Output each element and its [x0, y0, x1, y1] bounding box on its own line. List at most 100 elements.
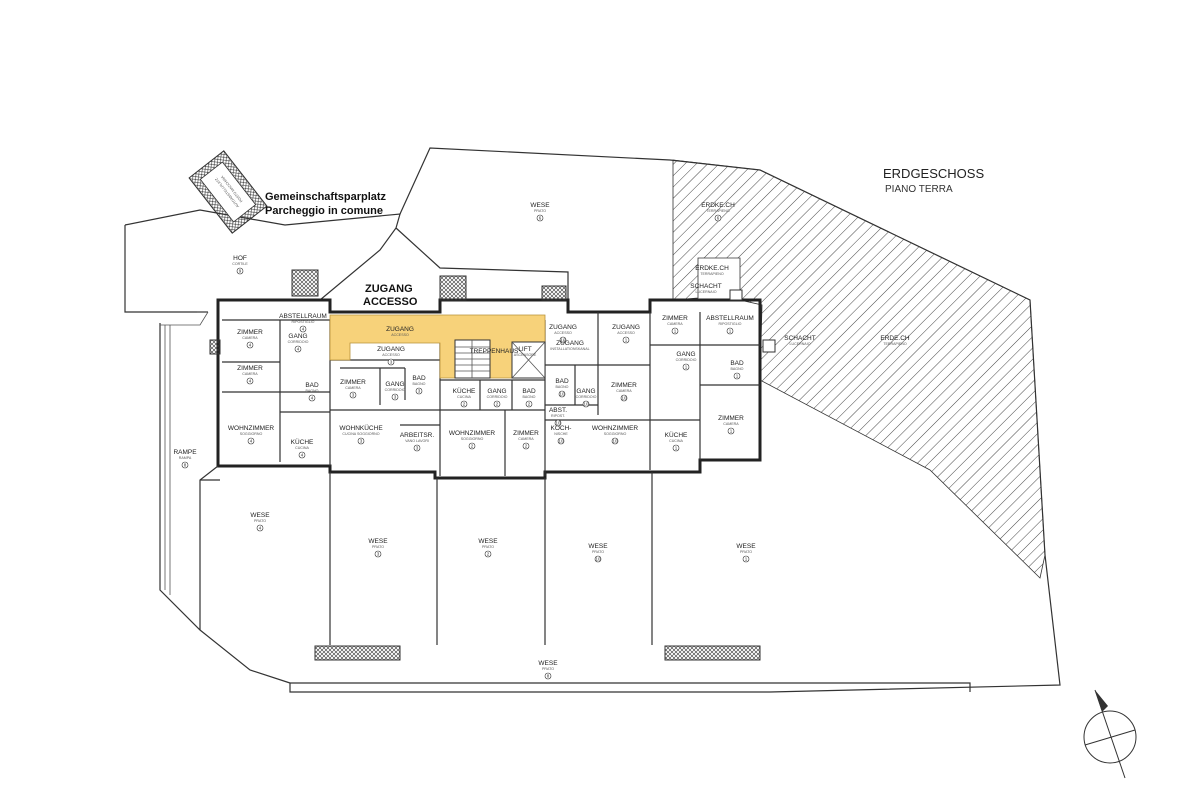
area-subname: PRATO	[542, 667, 554, 671]
room-name: GANG	[385, 381, 404, 388]
room-number: 2	[471, 444, 474, 449]
garden-dividers	[199, 465, 653, 645]
ramp	[160, 311, 209, 595]
room-number: 4	[250, 439, 253, 444]
north-arrow	[1083, 689, 1137, 779]
room-name: GANG	[676, 351, 695, 358]
room-number-circle	[298, 451, 306, 459]
room-name: ABST.	[549, 407, 567, 414]
room-name: ZUGANG	[612, 324, 640, 331]
room-subname: CAMERA	[345, 386, 361, 390]
room-number: 4	[249, 379, 252, 384]
room-subname: RIPOSTIGLIO	[719, 322, 742, 326]
area-number-circle	[714, 214, 722, 222]
room-r15: TREPPENHAUS	[470, 348, 519, 355]
room-subname: CAMERA	[723, 422, 739, 426]
room-name: BAD	[522, 388, 536, 395]
area-number: 8	[547, 674, 550, 679]
room-number: 10	[560, 338, 566, 343]
room-number: 1	[675, 446, 678, 451]
room-number-circle	[611, 437, 619, 445]
parking-title: Gemeinschaftsparplatz	[265, 191, 387, 203]
room-subname: ACCESSO	[554, 331, 572, 335]
area-number-circle	[374, 550, 382, 558]
room-r28: ABST.RIPOST.10	[549, 407, 567, 427]
room-name: ARBEITSR.	[400, 432, 435, 439]
area-subname: CORTILE	[232, 262, 248, 266]
room-name: WOHNZIMMER	[449, 430, 496, 437]
room-number-circle	[558, 390, 566, 398]
area-subname: TERRAPIENO	[700, 272, 724, 276]
area-subname: TERRAPIENO	[706, 209, 730, 213]
room-name: ZUGANG	[386, 326, 414, 333]
area-subname: TERRAPIENO	[883, 342, 907, 346]
area-number-circle	[544, 672, 552, 680]
room-number: 4	[311, 396, 314, 401]
chimney-block	[439, 275, 467, 301]
floor-title: ERDGESCHOSS	[883, 166, 984, 181]
area-name: WESE	[478, 538, 498, 545]
room-number: 3	[390, 360, 393, 365]
room-subname: VANO LAVORI	[405, 439, 429, 443]
access-subtitle: ACCESSO	[363, 296, 418, 308]
room-subname: CUCINA SOGGIORNO	[342, 432, 379, 436]
room-subname: SOGGIORNO	[461, 437, 484, 441]
room-subname: CAMERA	[518, 437, 534, 441]
shaft-box	[729, 289, 743, 301]
room-subname: ACCESSO	[382, 353, 400, 357]
room-name: BAD	[305, 382, 319, 389]
access-highlight	[329, 314, 546, 379]
room-name: ZUGANG	[549, 324, 577, 331]
area-number-circle	[536, 214, 544, 222]
room-number-circle	[349, 391, 357, 399]
area-name: WESE	[250, 512, 270, 519]
room-number: 1	[685, 365, 688, 370]
room-number: 4	[301, 453, 304, 458]
area-number: 6	[539, 216, 542, 221]
room-subname: BAGNO	[731, 367, 744, 371]
stairwell	[454, 339, 546, 379]
room-name: ZUGANG	[377, 346, 405, 353]
room-subname: CORRIDOIO	[576, 395, 597, 399]
room-name: BAD	[555, 378, 569, 385]
room-subname: CUCINA	[457, 395, 471, 399]
area-subname: PRATO	[592, 550, 604, 554]
area-name: WESE	[588, 543, 608, 550]
room-subname: SOGGIORNO	[604, 432, 627, 436]
room-number-circle	[246, 377, 254, 385]
room-name: WOHNKÜCHE	[339, 424, 383, 432]
room-subname: CUCINA	[669, 439, 683, 443]
room-name: WOHNZIMMER	[592, 425, 639, 432]
room-number: 3	[418, 389, 421, 394]
room-number-circle	[391, 393, 399, 401]
room-name: TREPPENHAUS	[470, 348, 519, 355]
room-number: 2	[525, 444, 528, 449]
room-number-circle	[468, 442, 476, 450]
room-subname: BAGNO	[306, 389, 319, 393]
room-number: 4	[249, 343, 252, 348]
room-name: ABSTELLRAUM	[279, 313, 327, 320]
room-subname: CORRIDOIO	[385, 388, 406, 392]
room-number: 10	[558, 439, 564, 444]
room-number-circle	[726, 327, 734, 335]
area-name: SCHACHT	[784, 335, 815, 342]
room-subname: ASCENSORE	[514, 353, 537, 357]
area-name: ERDKE.CH	[701, 202, 735, 209]
